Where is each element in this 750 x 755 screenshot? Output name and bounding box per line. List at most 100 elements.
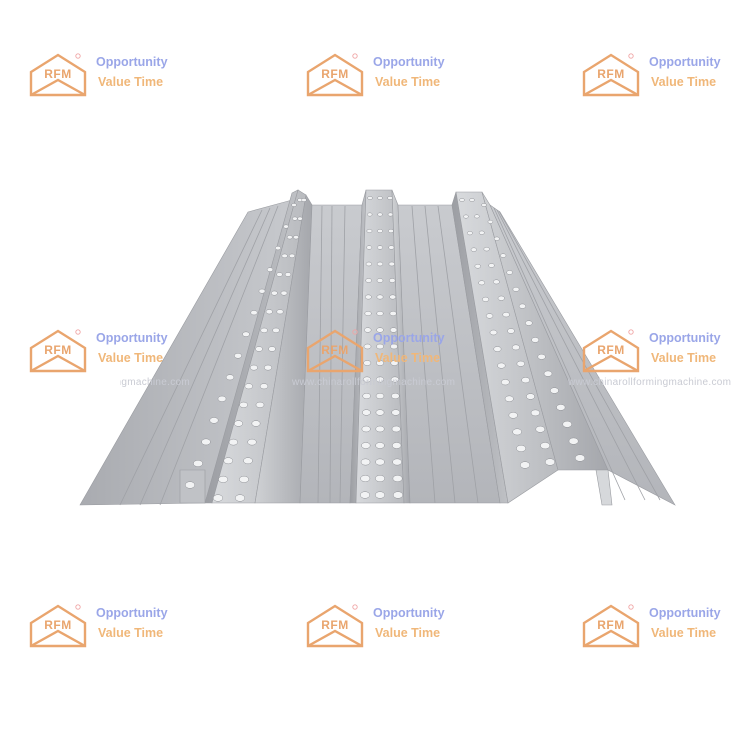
emboss-dot	[212, 494, 224, 502]
emboss-dot	[234, 494, 246, 502]
emboss-dot	[375, 376, 385, 383]
emboss-dot	[239, 401, 248, 408]
emboss-dot	[292, 216, 298, 221]
emboss-dot	[362, 392, 371, 400]
emboss-dot	[362, 409, 371, 416]
emboss-dot	[362, 376, 372, 383]
emboss-dot	[574, 454, 586, 462]
emboss-dot	[556, 404, 566, 411]
emboss-dot	[376, 327, 384, 333]
watermark-logo-text: RFM	[44, 67, 72, 81]
emboss-dot	[497, 362, 506, 369]
emboss-dot	[392, 442, 402, 449]
emboss-dot	[359, 491, 371, 499]
emboss-dot	[392, 458, 402, 466]
emboss-dot	[474, 214, 480, 219]
emboss-dot	[485, 313, 494, 319]
emboss-dot	[360, 474, 371, 483]
emboss-dot	[271, 290, 278, 296]
emboss-dot	[388, 278, 396, 283]
emboss-dot	[363, 343, 372, 350]
emboss-dot	[511, 344, 520, 351]
watermark-line2: Value Time	[651, 75, 717, 89]
house-logo-icon	[29, 329, 87, 373]
house-logo-icon	[582, 53, 640, 97]
emboss-dot	[376, 278, 384, 283]
emboss-dot	[258, 288, 266, 294]
emboss-dot	[390, 376, 399, 383]
house-logo-icon	[582, 604, 640, 648]
watermark-line2: Value Time	[98, 626, 164, 640]
emboss-dot	[389, 327, 398, 333]
emboss-dot	[201, 438, 211, 446]
emboss-dot	[516, 360, 525, 367]
emboss-dot	[251, 420, 261, 427]
emboss-dot	[531, 337, 540, 343]
emboss-dot	[562, 420, 572, 428]
emboss-dot	[266, 267, 274, 272]
emboss-dot	[247, 438, 257, 446]
watermark-logo-text: RFM	[597, 67, 625, 81]
emboss-dot	[234, 352, 242, 359]
emboss-dot	[470, 247, 477, 252]
emboss-dot	[481, 203, 487, 207]
emboss-dot	[283, 224, 289, 229]
emboss-dot	[487, 219, 494, 224]
watermark-logo-text: RFM	[321, 618, 349, 632]
emboss-dot	[500, 253, 507, 258]
emboss-dot	[549, 387, 559, 394]
watermark-line1: Opportunity	[96, 606, 168, 620]
emboss-dot	[284, 272, 292, 277]
watermark-line1: Opportunity	[649, 606, 721, 620]
emboss-dot	[463, 214, 469, 219]
watermark-line2: Value Time	[98, 75, 164, 89]
watermark-url: www.chinarollformingmachine.com	[120, 377, 190, 388]
emboss-dot	[374, 491, 386, 499]
emboss-dot	[390, 360, 399, 366]
emboss-dot	[467, 231, 473, 236]
watermark-logo-text: RFM	[44, 343, 72, 357]
emboss-dot	[297, 216, 303, 221]
emboss-dot	[543, 370, 553, 377]
emboss-dot	[512, 428, 522, 436]
emboss-dot	[392, 474, 403, 483]
emboss-dot	[390, 343, 398, 350]
emboss-dot	[364, 327, 372, 333]
emboss-dot	[281, 253, 288, 259]
emboss-dot	[502, 312, 510, 318]
house-logo-icon	[306, 604, 364, 648]
emboss-dot	[276, 272, 283, 277]
emboss-dot	[392, 491, 404, 499]
emboss-dot	[377, 196, 383, 200]
emboss-dot	[364, 294, 372, 300]
emboss-dot	[489, 329, 498, 336]
emboss-dot	[260, 327, 268, 333]
emboss-dot	[493, 279, 500, 285]
emboss-dot	[526, 393, 535, 400]
emboss-dot	[361, 425, 371, 433]
house-logo-icon	[29, 604, 87, 648]
emboss-dot	[478, 280, 486, 286]
emboss-dot	[291, 203, 297, 207]
house-logo-icon	[29, 53, 87, 97]
watermark-logo-text: RFM	[44, 618, 72, 632]
emboss-dot	[544, 458, 556, 466]
emboss-dot	[280, 290, 288, 296]
emboss-dot	[301, 198, 307, 202]
emboss-dot	[519, 461, 531, 469]
emboss-dot	[488, 263, 495, 268]
emboss-dot	[217, 395, 227, 402]
emboss-dot	[478, 230, 485, 235]
emboss-dot	[391, 425, 401, 433]
watermark-line1: Opportunity	[649, 55, 721, 69]
watermark-line2: Value Time	[651, 626, 717, 640]
emboss-dot	[459, 198, 465, 202]
emboss-dot	[375, 409, 385, 416]
emboss-dot	[364, 310, 372, 317]
